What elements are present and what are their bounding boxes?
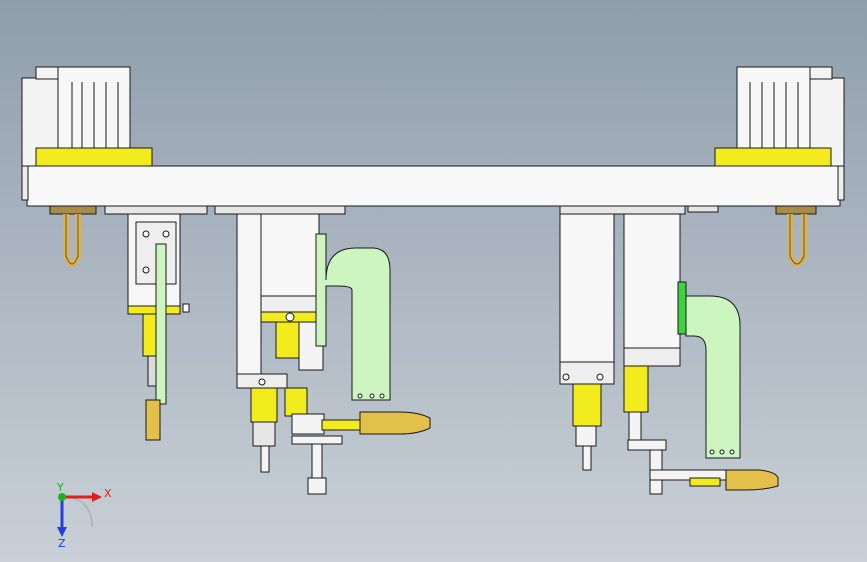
- green-rail: [155, 243, 167, 405]
- green-bracket-2: [315, 233, 391, 401]
- coordinate-triad: X Y Z: [56, 481, 112, 550]
- left-lifting-hook: [49, 205, 97, 267]
- cylinder-unit-1: [127, 213, 190, 441]
- gripper-tip-1: [145, 399, 161, 441]
- mount-plates: [104, 205, 719, 215]
- y-axis-dot: [58, 493, 66, 501]
- z-axis-label: Z: [58, 537, 66, 550]
- y-axis-label: Y: [56, 481, 64, 494]
- cylinder-unit-2: [236, 213, 431, 495]
- cylinder-unit-3: [559, 213, 615, 471]
- right-lifting-hook: [775, 205, 817, 267]
- finger-2: [359, 411, 431, 435]
- left-motor-flange: [35, 147, 153, 167]
- right-motor: [714, 66, 845, 169]
- cylinder-unit-4: [623, 213, 779, 495]
- finger-4: [725, 469, 779, 491]
- left-motor: [21, 66, 153, 169]
- green-bracket-4: [685, 295, 741, 459]
- main-beam: [21, 165, 845, 207]
- green-plate: [677, 281, 687, 335]
- right-motor-flange: [714, 147, 832, 167]
- x-axis-label: X: [104, 487, 112, 500]
